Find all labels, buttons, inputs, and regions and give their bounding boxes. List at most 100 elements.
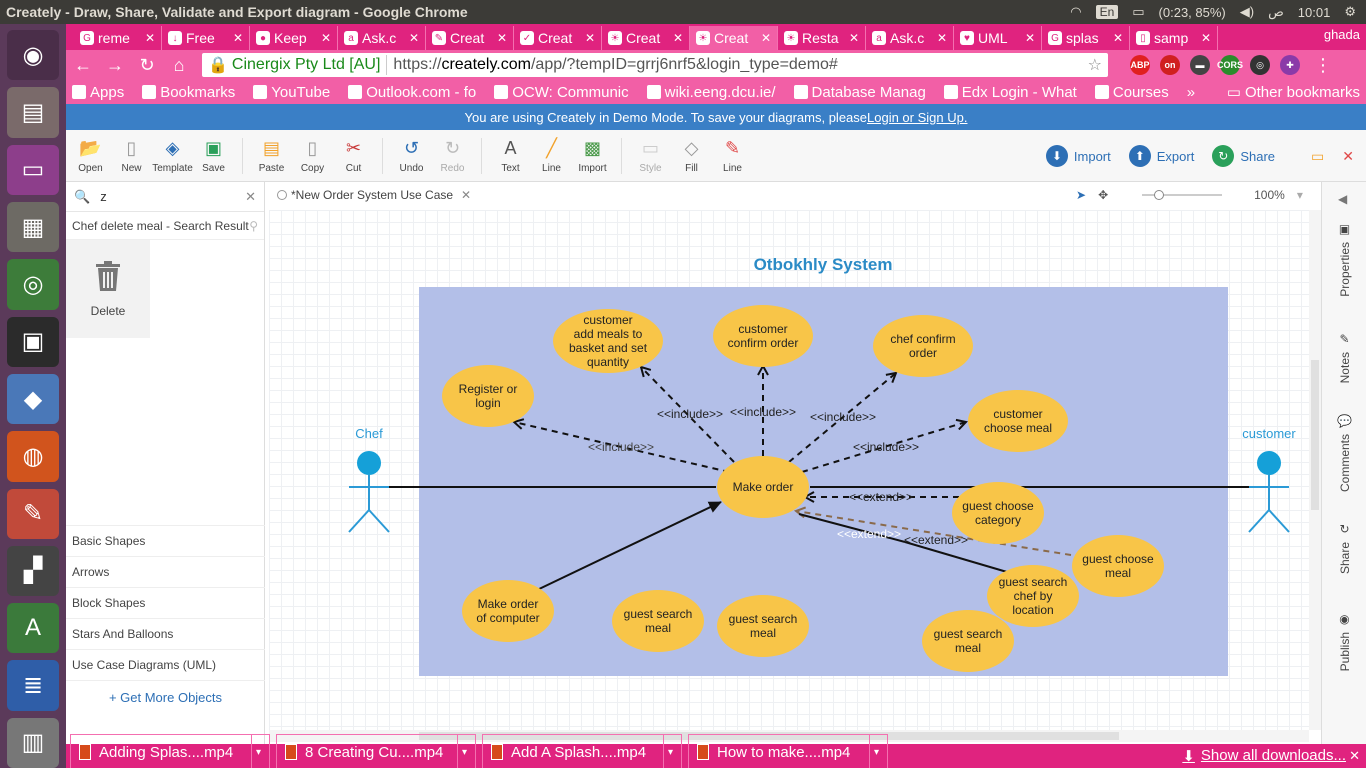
shape-category-2[interactable]: Arrows (66, 556, 265, 587)
bookmark-9[interactable]: Courses (1094, 84, 1169, 101)
bookmark-4[interactable]: Outlook.com - fo (348, 84, 476, 101)
clear-search-icon[interactable]: ✕ (245, 188, 256, 204)
undo-button[interactable]: ↺Undo (399, 138, 424, 174)
vertical-scrollbar[interactable] (1309, 210, 1321, 730)
export-button[interactable]: ⬆ Export (1128, 145, 1194, 167)
video-editor-icon[interactable]: ▞ (7, 545, 59, 597)
tab-close-icon[interactable]: ✕ (320, 31, 331, 45)
purple-app-icon[interactable]: ▭ (7, 144, 59, 195)
pointer-tool-icon[interactable]: ➤ (1076, 188, 1087, 202)
browser-tab-9[interactable]: ☀Resta✕ (778, 26, 866, 50)
import-image-button[interactable]: ▩Import (578, 138, 607, 174)
tab-close-icon[interactable]: ✕ (760, 31, 771, 45)
pan-tool-icon[interactable]: ✥ (1098, 188, 1109, 202)
fill-button[interactable]: ◇Fill (671, 138, 712, 174)
tab-close-icon[interactable]: ✕ (1024, 31, 1035, 45)
download-item-1[interactable]: Adding Splas....mp4▾ (70, 734, 270, 768)
on-extension-icon[interactable]: on (1160, 55, 1180, 75)
shape-category-3[interactable]: Block Shapes (66, 587, 265, 618)
tab-close-icon[interactable]: ✕ (144, 31, 155, 45)
browser-tab-11[interactable]: ♥UML✕ (954, 26, 1042, 50)
volume-icon[interactable]: ◀) (1239, 4, 1255, 19)
printer-app-icon[interactable]: ▤ (7, 87, 59, 138)
save-button[interactable]: ▣Save (202, 138, 225, 174)
tab-close-icon[interactable]: ✕ (584, 31, 595, 45)
show-all-downloads-link[interactable]: ⬇ Show all downloads... (1182, 747, 1346, 765)
diagram-title[interactable]: Otbokhly System (754, 255, 893, 274)
browser-tab-3[interactable]: ●Keep✕ (250, 26, 338, 50)
bookmark-2[interactable]: Bookmarks (142, 84, 235, 101)
diagram-svg[interactable]: Otbokhly System (269, 210, 1309, 730)
browser-tab-7[interactable]: ☀Creat✕ (602, 26, 690, 50)
tab-close-icon[interactable]: ✕ (848, 31, 859, 45)
tab-close-icon[interactable]: ✕ (408, 31, 419, 45)
rail-notes[interactable]: ✎Notes (1337, 332, 1352, 384)
browser-tab-6[interactable]: ✓Creat✕ (514, 26, 602, 50)
customer-actor-label[interactable]: customer (1242, 426, 1296, 441)
zoom-slider[interactable] (1142, 190, 1223, 200)
copy-button[interactable]: ▯Copy (300, 138, 325, 174)
close-downloads-icon[interactable]: ✕ (1349, 748, 1360, 763)
inkscape-icon[interactable]: ✎ (7, 488, 59, 539)
make-order-computer-generalization[interactable] (536, 501, 722, 591)
circle-extension-icon[interactable]: ◎ (1250, 55, 1270, 75)
paste-button[interactable]: ▤Paste (258, 138, 285, 174)
close-icon[interactable]: ✕ (1342, 147, 1354, 164)
disk-icon[interactable]: ▥ (7, 717, 59, 768)
browser-tab-8[interactable]: ☀Creat✕ (690, 26, 778, 50)
open-button[interactable]: 📂Open (78, 138, 103, 174)
tab-close-icon[interactable]: ✕ (232, 31, 243, 45)
style-button[interactable]: ▭Style (639, 138, 662, 174)
import-button[interactable]: ⬇ Import (1045, 145, 1111, 167)
login-signup-link[interactable]: Login or Sign Up. (867, 109, 968, 125)
software-update-icon[interactable]: A (7, 603, 59, 654)
horizontal-scrollbar[interactable] (269, 730, 1309, 742)
reload-icon[interactable]: ↻ (139, 54, 155, 75)
include-register-arrow[interactable] (514, 422, 730, 473)
home-icon[interactable]: ⌂ (173, 54, 185, 75)
new-button[interactable]: ▯New (121, 138, 142, 174)
address-bar[interactable]: 🔒 Cinergix Pty Ltd [AU] https://creately… (202, 53, 1108, 77)
redo-button[interactable]: ↻Redo (440, 138, 465, 174)
rail-share[interactable]: ↻Share (1337, 522, 1352, 575)
bookmark-star-icon[interactable]: ☆ (1087, 57, 1102, 74)
back-arrow-icon[interactable]: ← (74, 54, 92, 75)
library-search[interactable]: 🔍 z ✕ (66, 182, 264, 212)
zoom-knob[interactable] (1154, 190, 1165, 200)
url-text[interactable]: https://creately.com/app/?tempID=grrj6nr… (393, 56, 838, 73)
bus-extension-icon[interactable]: ▬ (1190, 55, 1210, 75)
other-bookmarks[interactable]: ▭Other bookmarks (1226, 83, 1360, 102)
ssl-indicator[interactable]: 🔒 Cinergix Pty Ltd [AU] (208, 55, 388, 75)
close-tab-icon[interactable]: ✕ (461, 188, 472, 202)
bookmarks-overflow-icon[interactable]: » (1186, 83, 1196, 101)
library-search-input[interactable]: z (100, 189, 107, 204)
cors-extension-icon[interactable]: CORS (1217, 55, 1243, 75)
color-extension-icon[interactable]: ✚ (1280, 55, 1300, 75)
chef-actor-label[interactable]: Chef (355, 426, 383, 441)
browser-tab-2[interactable]: ↓Free✕ (162, 26, 250, 50)
browser-tab-5[interactable]: ✎Creat✕ (426, 26, 514, 50)
settings-gear-icon[interactable]: ⚙ (1344, 4, 1356, 19)
delete-shape-item[interactable]: Delete (66, 240, 150, 338)
forward-arrow-icon[interactable]: → (106, 54, 124, 75)
bookmark-6[interactable]: wiki.eeng.dcu.ie/ (646, 84, 776, 101)
file-cabinet-icon[interactable]: ▦ (7, 201, 59, 253)
download-item-3[interactable]: Add A Splash....mp4▾ (482, 734, 682, 768)
usecase-make-order[interactable]: Make order (717, 456, 809, 518)
include-add-meals-arrow[interactable] (641, 367, 735, 463)
chef-actor[interactable] (348, 451, 390, 533)
extend-search-chef-line-a[interactable] (904, 541, 1008, 573)
include-chef-confirm-arrow[interactable] (788, 373, 896, 463)
extend-choose-meal-arrow[interactable] (796, 511, 1072, 556)
